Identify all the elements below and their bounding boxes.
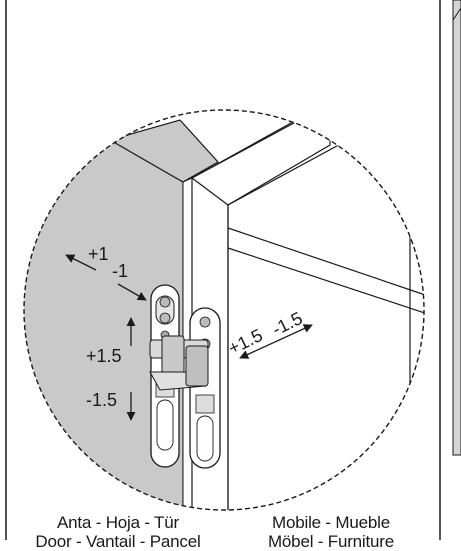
- zoom-circle: [23, 109, 425, 511]
- label-plus15-vertical: +1.5: [86, 346, 122, 366]
- furniture-caption: Mobile - Mueble Möbel - Furniture: [246, 514, 416, 550]
- hinge-arm-mechanism: [149, 335, 209, 391]
- door-hinge-screw-upper: [159, 312, 171, 324]
- furniture-hinge-lower-slot: [196, 415, 214, 462]
- furniture-hinge-plate: [189, 307, 221, 469]
- furniture-caption-line2: Möbel - Furniture: [267, 532, 395, 551]
- door-hinge-lower-slot: [156, 399, 174, 451]
- door-caption-line2: Door - Vantail - Pancel: [35, 532, 201, 551]
- arrow-minus1: [117, 283, 147, 301]
- furniture-hinge-block: [195, 394, 215, 414]
- door-hinge-screw-top: [159, 296, 171, 308]
- label-plus15-diag: +1.5: [225, 325, 266, 359]
- hinge-arm-link: [185, 345, 209, 387]
- furniture-hinge-screw-top: [199, 316, 211, 328]
- zoom-detail: [24, 110, 424, 510]
- side-panel: [452, 0, 461, 456]
- label-minus15-diag: -1.5: [269, 308, 306, 340]
- door-top-edge: [108, 119, 219, 183]
- arrow-depth-adjustment: [239, 324, 313, 359]
- shelf-line-upper: [227, 227, 424, 301]
- side-panel-face: [452, 0, 461, 456]
- arrow-plus1: [65, 254, 97, 271]
- label-minus15-vertical: -1.5: [86, 390, 117, 410]
- door-caption: Anta - Hoja - Tür Door - Vantail - Pance…: [28, 514, 208, 550]
- shelf-line-lower: [227, 247, 424, 319]
- label-plus1: +1: [88, 244, 109, 264]
- side-panel-edge: [452, 7, 461, 21]
- furniture-caption-line1: Mobile - Mueble: [272, 513, 390, 532]
- cabinet-top-back-line: [227, 110, 424, 206]
- label-minus1: -1: [112, 261, 128, 281]
- door-caption-line1: Anta - Hoja - Tür: [57, 513, 179, 532]
- cabinet-top-front-line: [191, 177, 229, 206]
